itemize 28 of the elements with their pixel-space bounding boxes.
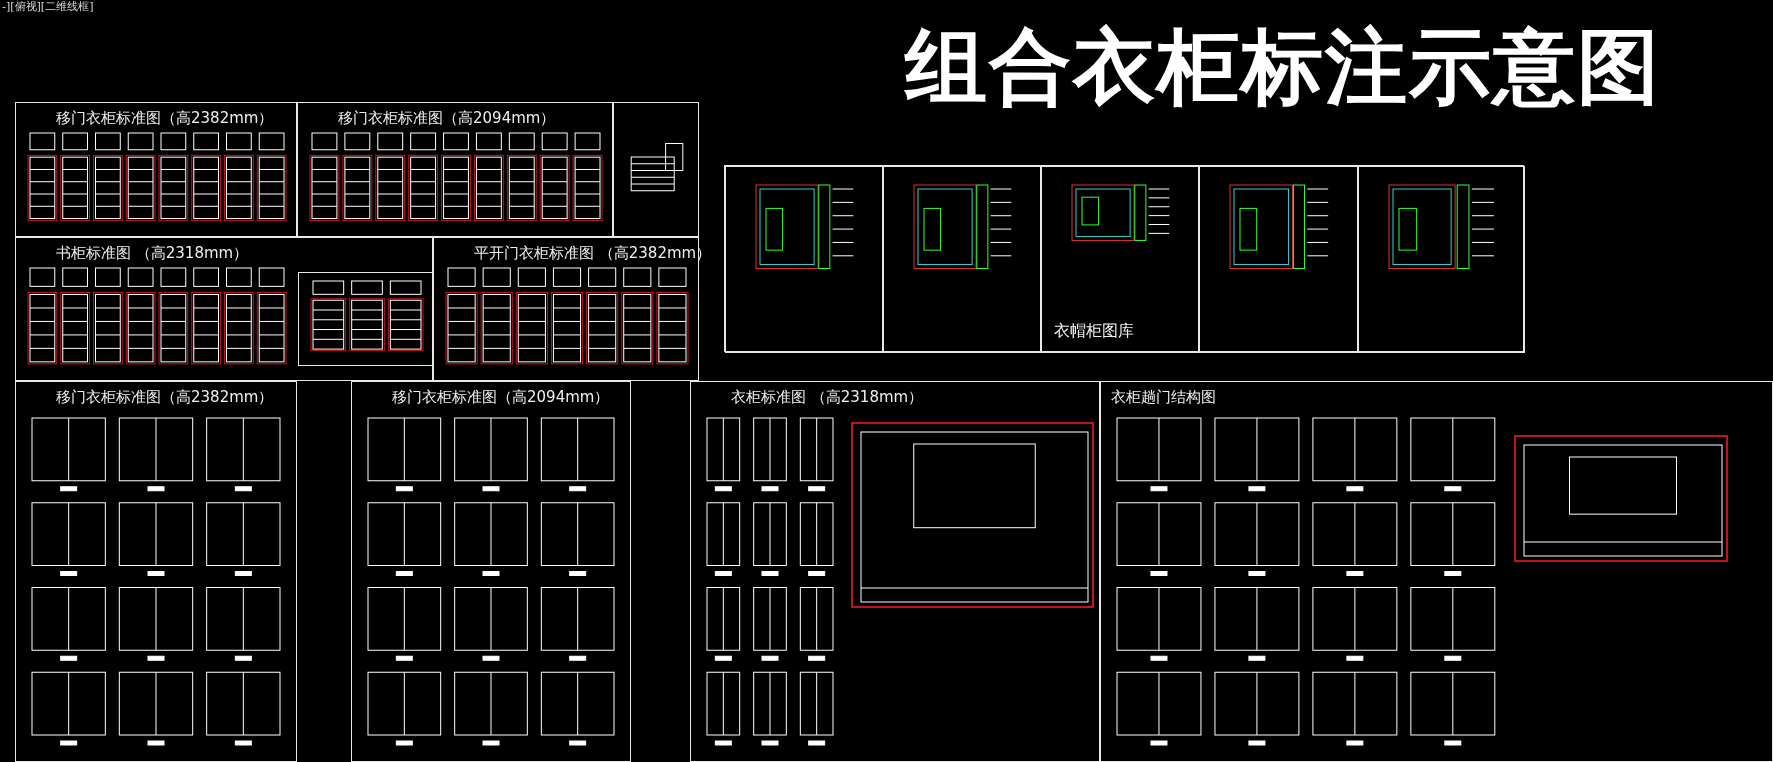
panel-title: 移门衣柜标准图（高2382mm） [56,109,274,128]
drawing-panel [15,102,297,237]
panel-title: 衣帽柜图库 [1054,321,1134,342]
drawing-panel [690,381,1100,762]
drawing-sheet-frame [1514,435,1728,562]
drawing-panel [883,166,1041,353]
panel-title: 衣柜标准图 （高2318mm） [731,388,924,407]
sheet-title: 组合衣柜标注示意图 [905,22,1661,113]
panel-title: 移门衣柜标准图（高2094mm） [392,388,610,407]
drawing-panel [725,166,883,353]
drawing-panel [1199,166,1358,353]
drawing-panel [1100,381,1773,762]
panel-title: 移门衣柜标准图（高2382mm） [56,388,274,407]
drawing-panel [1358,166,1525,353]
drawing-panel [1041,166,1199,353]
viewport-label: -][俯视][二维线框] [2,0,94,13]
drawing-panel [15,237,433,381]
panel-title: 衣柜趟门结构图 [1111,388,1216,407]
drawing-panel [433,237,699,381]
drawing-panel [724,165,1524,352]
panel-title: 平开门衣柜标准图 （高2382mm） [474,244,712,263]
drawing-panel [15,381,297,762]
drawing-panel [297,102,613,237]
panel-title: 移门衣柜标准图（高2094mm） [338,109,556,128]
drawing-panel [613,102,699,237]
panel-title: 书柜标准图 （高2318mm） [56,244,249,263]
drawing-panel [298,272,434,366]
drawing-panel [351,381,631,762]
